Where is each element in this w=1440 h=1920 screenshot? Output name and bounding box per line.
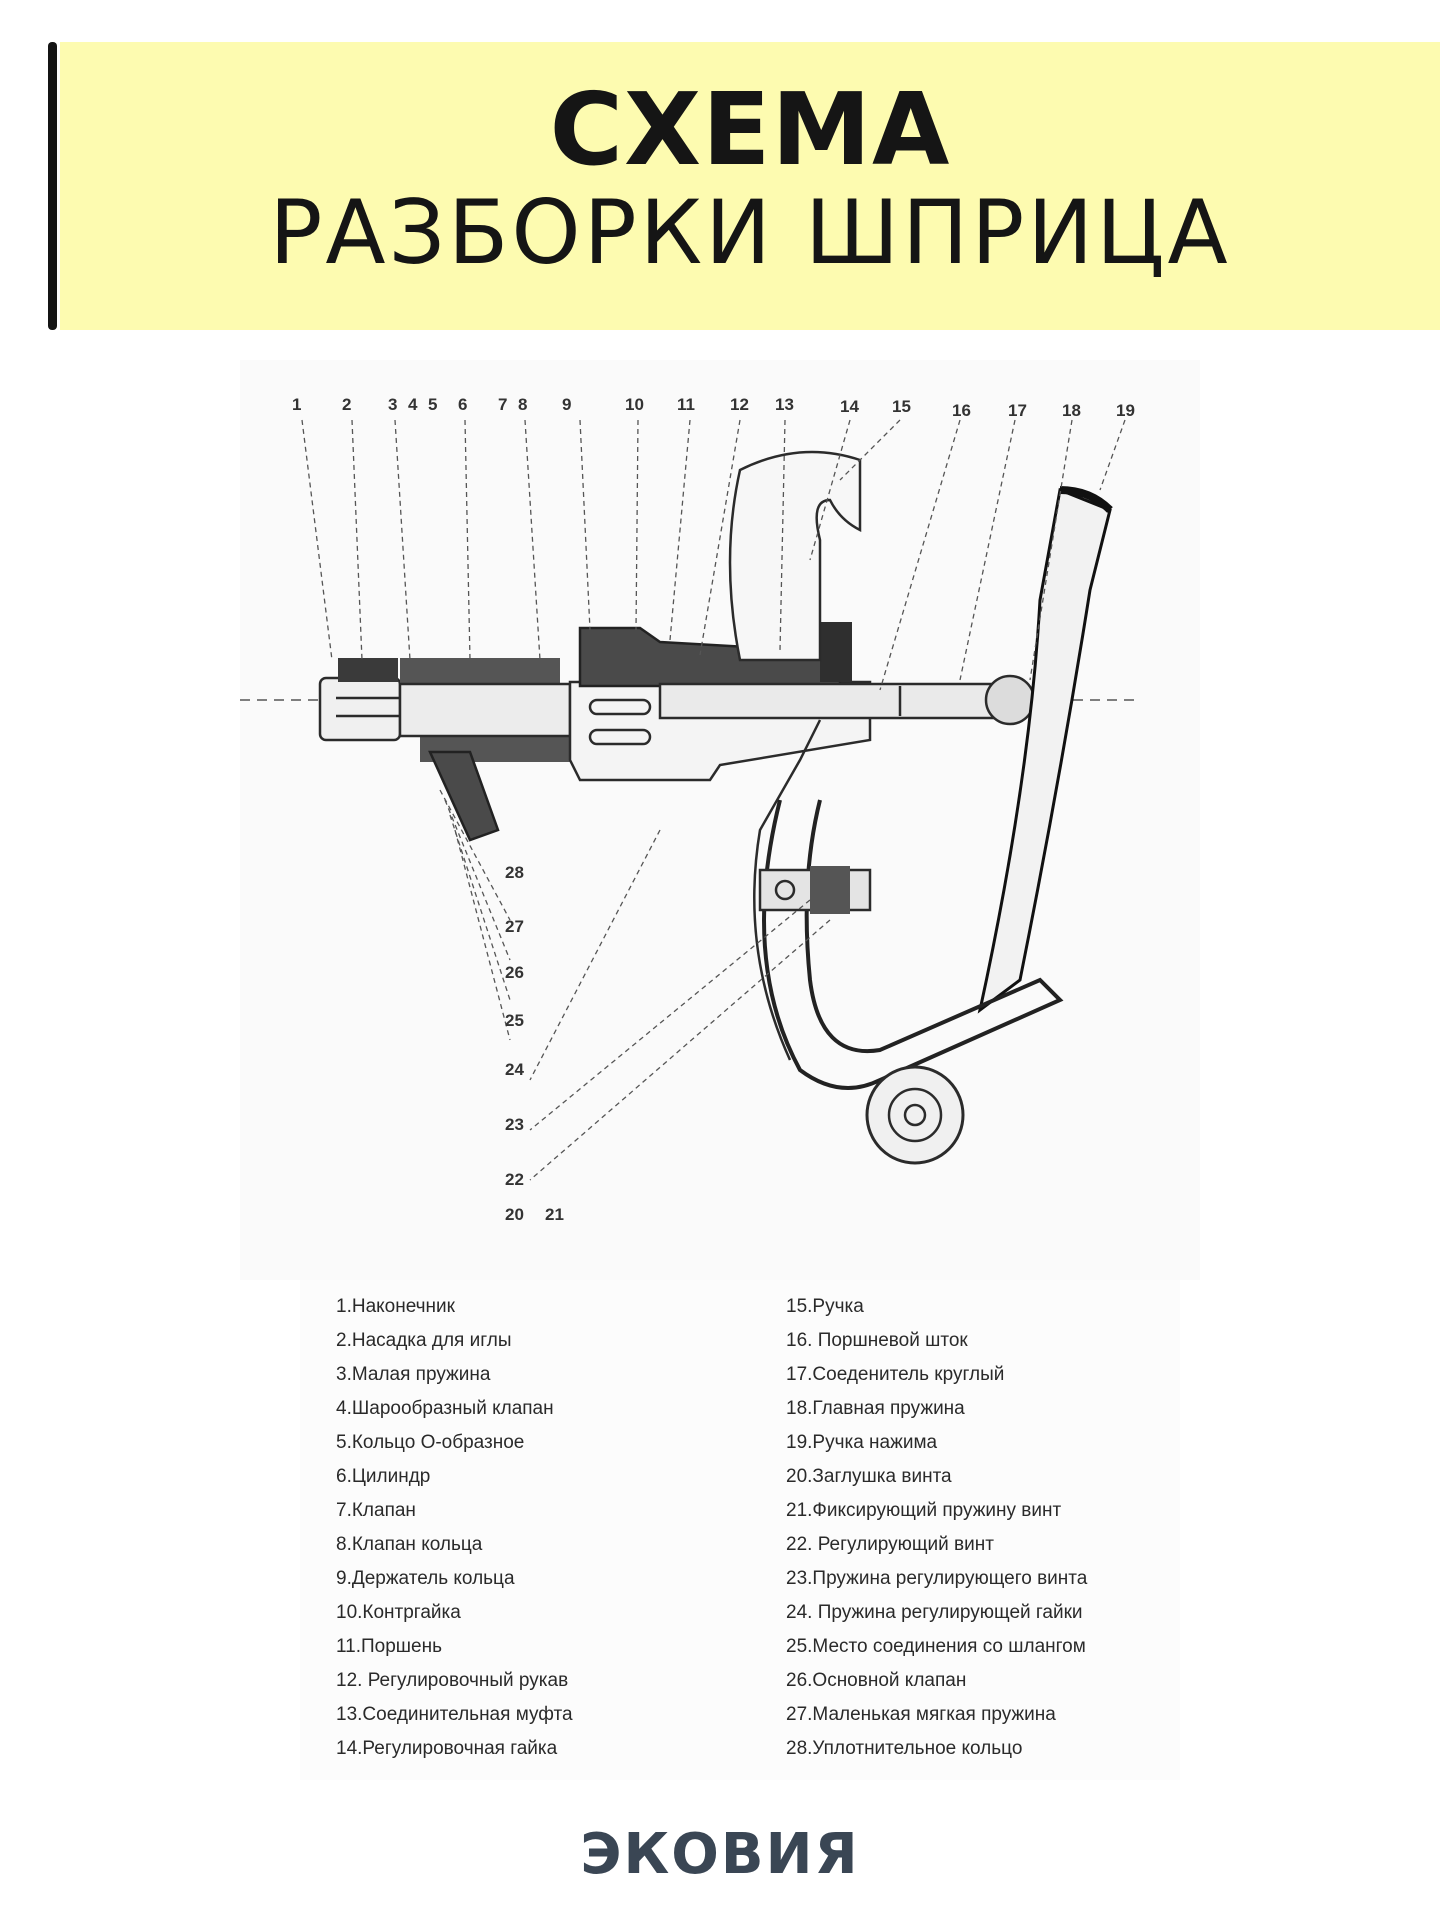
callout-17: 17 <box>1008 401 1027 420</box>
legend-item: 8.Клапан кольца <box>336 1534 483 1555</box>
callout-4: 4 <box>408 395 418 414</box>
legend-item: 28.Уплотнительное кольцо <box>786 1738 1023 1759</box>
legend-item: 20.Заглушка винта <box>786 1466 952 1487</box>
callout-12: 12 <box>730 395 749 414</box>
callout-7: 7 <box>498 395 507 414</box>
legend-item: 27.Маленькая мягкая пружина <box>786 1704 1056 1725</box>
syringe-drawing: 1 2 3 4 5 6 7 8 9 10 11 12 13 14 15 16 1… <box>240 395 1140 1224</box>
legend-item: 22. Регулирующий винт <box>786 1534 994 1555</box>
legend-item: 25.Место соединения со шлангом <box>786 1636 1086 1657</box>
legend-item: 15.Ручка <box>786 1296 864 1317</box>
legend-item: 4.Шарообразный клапан <box>336 1398 554 1419</box>
callout-25: 25 <box>505 1011 524 1030</box>
callout-19: 19 <box>1116 401 1135 420</box>
header-banner <box>60 42 1440 330</box>
callout-15: 15 <box>892 397 911 416</box>
header-accent-line <box>48 42 57 330</box>
callout-5: 5 <box>428 395 437 414</box>
legend-item: 19.Ручка нажима <box>786 1432 938 1453</box>
callout-18: 18 <box>1062 401 1081 420</box>
callout-27: 27 <box>505 917 524 936</box>
parts-legend: 1.Наконечник 2.Насадка для иглы 3.Малая … <box>300 1280 1180 1780</box>
legend-item: 6.Цилиндр <box>336 1466 431 1487</box>
legend-item: 11.Поршень <box>336 1636 442 1657</box>
syringe-diagram: 1 2 3 4 5 6 7 8 9 10 11 12 13 14 15 16 1… <box>240 360 1200 1280</box>
callout-24: 24 <box>505 1060 524 1079</box>
callout-6: 6 <box>458 395 467 414</box>
callout-14: 14 <box>840 397 859 416</box>
legend-item: 23.Пружина регулирующего винта <box>786 1568 1088 1589</box>
legend-item: 26.Основной клапан <box>786 1670 967 1691</box>
legend-item: 5.Кольцо О-образное <box>336 1432 525 1453</box>
legend-column-right: 15.Ручка 16. Поршневой шток 17.Соедените… <box>786 1290 1087 1766</box>
callout-10: 10 <box>625 395 644 414</box>
page-title: СХЕМА <box>549 71 951 188</box>
callout-2: 2 <box>342 395 351 414</box>
callout-22: 22 <box>505 1170 524 1189</box>
callout-28: 28 <box>505 863 524 882</box>
legend-item: 21.Фиксирующий пружину винт <box>786 1500 1062 1521</box>
callout-23: 23 <box>505 1115 524 1134</box>
legend-item: 2.Насадка для иглы <box>336 1330 512 1351</box>
callout-3: 3 <box>388 395 397 414</box>
legend-item: 9.Держатель кольца <box>336 1568 515 1589</box>
callout-13: 13 <box>775 395 794 414</box>
callout-8: 8 <box>518 395 527 414</box>
callout-11: 11 <box>677 395 695 414</box>
callout-16: 16 <box>952 401 971 420</box>
legend-item: 10.Контргайка <box>336 1602 461 1623</box>
callout-21: 21 <box>545 1205 564 1224</box>
legend-item: 18.Главная пружина <box>786 1398 965 1419</box>
page-subtitle: РАЗБОРКИ ШПРИЦА <box>269 181 1231 284</box>
legend-item: 24. Пружина регулирующей гайки <box>786 1602 1083 1623</box>
legend-item: 3.Малая пружина <box>336 1364 491 1385</box>
callout-20: 20 <box>505 1205 524 1224</box>
legend-item: 16. Поршневой шток <box>786 1330 968 1351</box>
legend-column-left: 1.Наконечник 2.Насадка для иглы 3.Малая … <box>336 1290 573 1766</box>
legend-item: 14.Регулировочная гайка <box>336 1738 558 1759</box>
legend-item: 1.Наконечник <box>336 1296 455 1317</box>
callout-9: 9 <box>562 395 571 414</box>
legend-item: 12. Регулировочный рукав <box>336 1670 569 1691</box>
callout-26: 26 <box>505 963 524 982</box>
callout-1: 1 <box>292 395 301 414</box>
legend-item: 17.Соеденитель круглый <box>786 1364 1005 1385</box>
legend-item: 7.Клапан <box>336 1500 416 1521</box>
legend-item: 13.Соединительная муфта <box>336 1704 573 1725</box>
brand-logo-text: ЭКОВИЯ <box>580 1822 860 1887</box>
